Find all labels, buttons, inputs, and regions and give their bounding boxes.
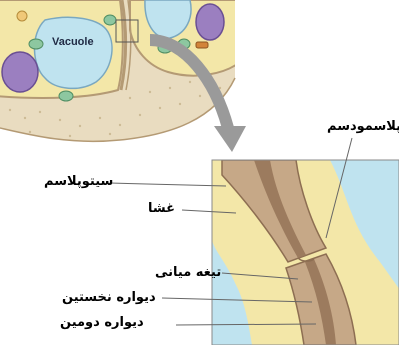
chloroplast <box>29 39 43 49</box>
organelle <box>196 42 208 48</box>
secondary-wall-label: دیواره دومین <box>60 316 144 329</box>
vacuole <box>34 17 112 88</box>
nucleus <box>2 52 38 92</box>
chloroplast <box>104 15 116 25</box>
plasmodesm-label: پلاسمودسم <box>327 120 399 133</box>
zoom-panel <box>212 160 399 345</box>
cytoplasm-label: سیتوپلاسم <box>44 175 113 188</box>
right-nucleus <box>196 4 224 40</box>
organelle <box>17 11 27 21</box>
primary-wall-label: دیواره نخستین <box>62 291 156 304</box>
membrane-label: غشا <box>148 202 175 215</box>
middle-lamella-label: تیغه میانی <box>155 266 221 279</box>
vacuole-label: Vacuole <box>52 37 94 48</box>
zoom-arrow-head <box>214 126 246 152</box>
chloroplast <box>59 91 73 101</box>
